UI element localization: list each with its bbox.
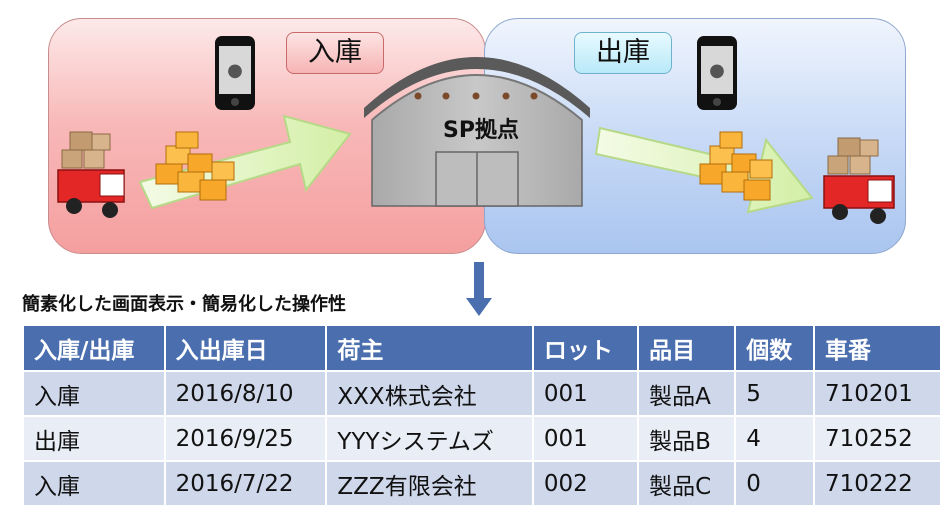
outbound-truck-icon	[823, 137, 895, 224]
down-arrow-icon	[466, 262, 492, 316]
inbound-smartphone-icon: ●	[215, 36, 255, 110]
warehouse-icon	[364, 57, 590, 207]
cell-item: 製品B	[637, 415, 737, 462]
column-header-vehicle: 車番	[812, 324, 943, 372]
table-row: 出庫 2016/9/25 YYYシステムズ 001 製品B 4 710252	[22, 415, 943, 462]
column-header-lot: ロット	[531, 324, 640, 372]
cell-type: 入庫	[22, 460, 166, 507]
cell-shipper: YYYシステムズ	[325, 415, 534, 462]
column-header-date: 入出庫日	[163, 324, 328, 372]
cell-date: 2016/9/25	[163, 415, 328, 462]
home-button-icon	[231, 98, 239, 106]
apple-logo-icon: ●	[701, 46, 733, 94]
cell-lot: 001	[531, 370, 640, 417]
outbound-smartphone-icon: ●	[697, 36, 737, 110]
section-heading: 簡素化した画面表示・簡易化した操作性	[22, 294, 346, 315]
cell-shipper: XXX株式会社	[325, 370, 534, 417]
warehouse-label: SP拠点	[443, 118, 519, 143]
cell-lot: 002	[531, 460, 640, 507]
cell-lot: 001	[531, 415, 640, 462]
column-header-type: 入庫/出庫	[22, 324, 166, 372]
cell-vehicle: 710252	[812, 415, 943, 462]
inbound-boxes-icon	[155, 131, 235, 201]
cell-type: 出庫	[22, 415, 166, 462]
cell-vehicle: 710222	[812, 460, 943, 507]
cell-date: 2016/7/22	[163, 460, 328, 507]
cell-type: 入庫	[22, 370, 166, 417]
cell-vehicle: 710201	[812, 370, 943, 417]
cell-shipper: ZZZ有限会社	[325, 460, 534, 507]
table-row: 入庫 2016/7/22 ZZZ有限会社 002 製品C 0 710222	[22, 460, 943, 507]
column-header-item: 品目	[637, 324, 737, 372]
outbound-boxes-icon	[699, 131, 773, 201]
apple-logo-icon: ●	[219, 46, 251, 94]
cell-quantity: 0	[734, 460, 815, 507]
outbound-label: 出庫	[574, 32, 672, 74]
table-row: 入庫 2016/8/10 XXX株式会社 001 製品A 5 710201	[22, 370, 943, 417]
inbound-label: 入庫	[286, 32, 384, 74]
table-header-row: 入庫/出庫 入出庫日 荷主 ロット 品目 個数 車番	[22, 324, 943, 372]
cell-date: 2016/8/10	[163, 370, 328, 417]
column-header-quantity: 個数	[734, 324, 815, 372]
cell-item: 製品C	[637, 460, 737, 507]
cell-quantity: 4	[734, 415, 815, 462]
column-header-shipper: 荷主	[325, 324, 534, 372]
inventory-table: 入庫/出庫 入出庫日 荷主 ロット 品目 個数 車番 入庫 2016/8/10 …	[22, 324, 943, 507]
home-button-icon	[713, 98, 721, 106]
inbound-truck-icon	[57, 131, 125, 218]
cell-quantity: 5	[734, 370, 815, 417]
cell-item: 製品A	[637, 370, 737, 417]
